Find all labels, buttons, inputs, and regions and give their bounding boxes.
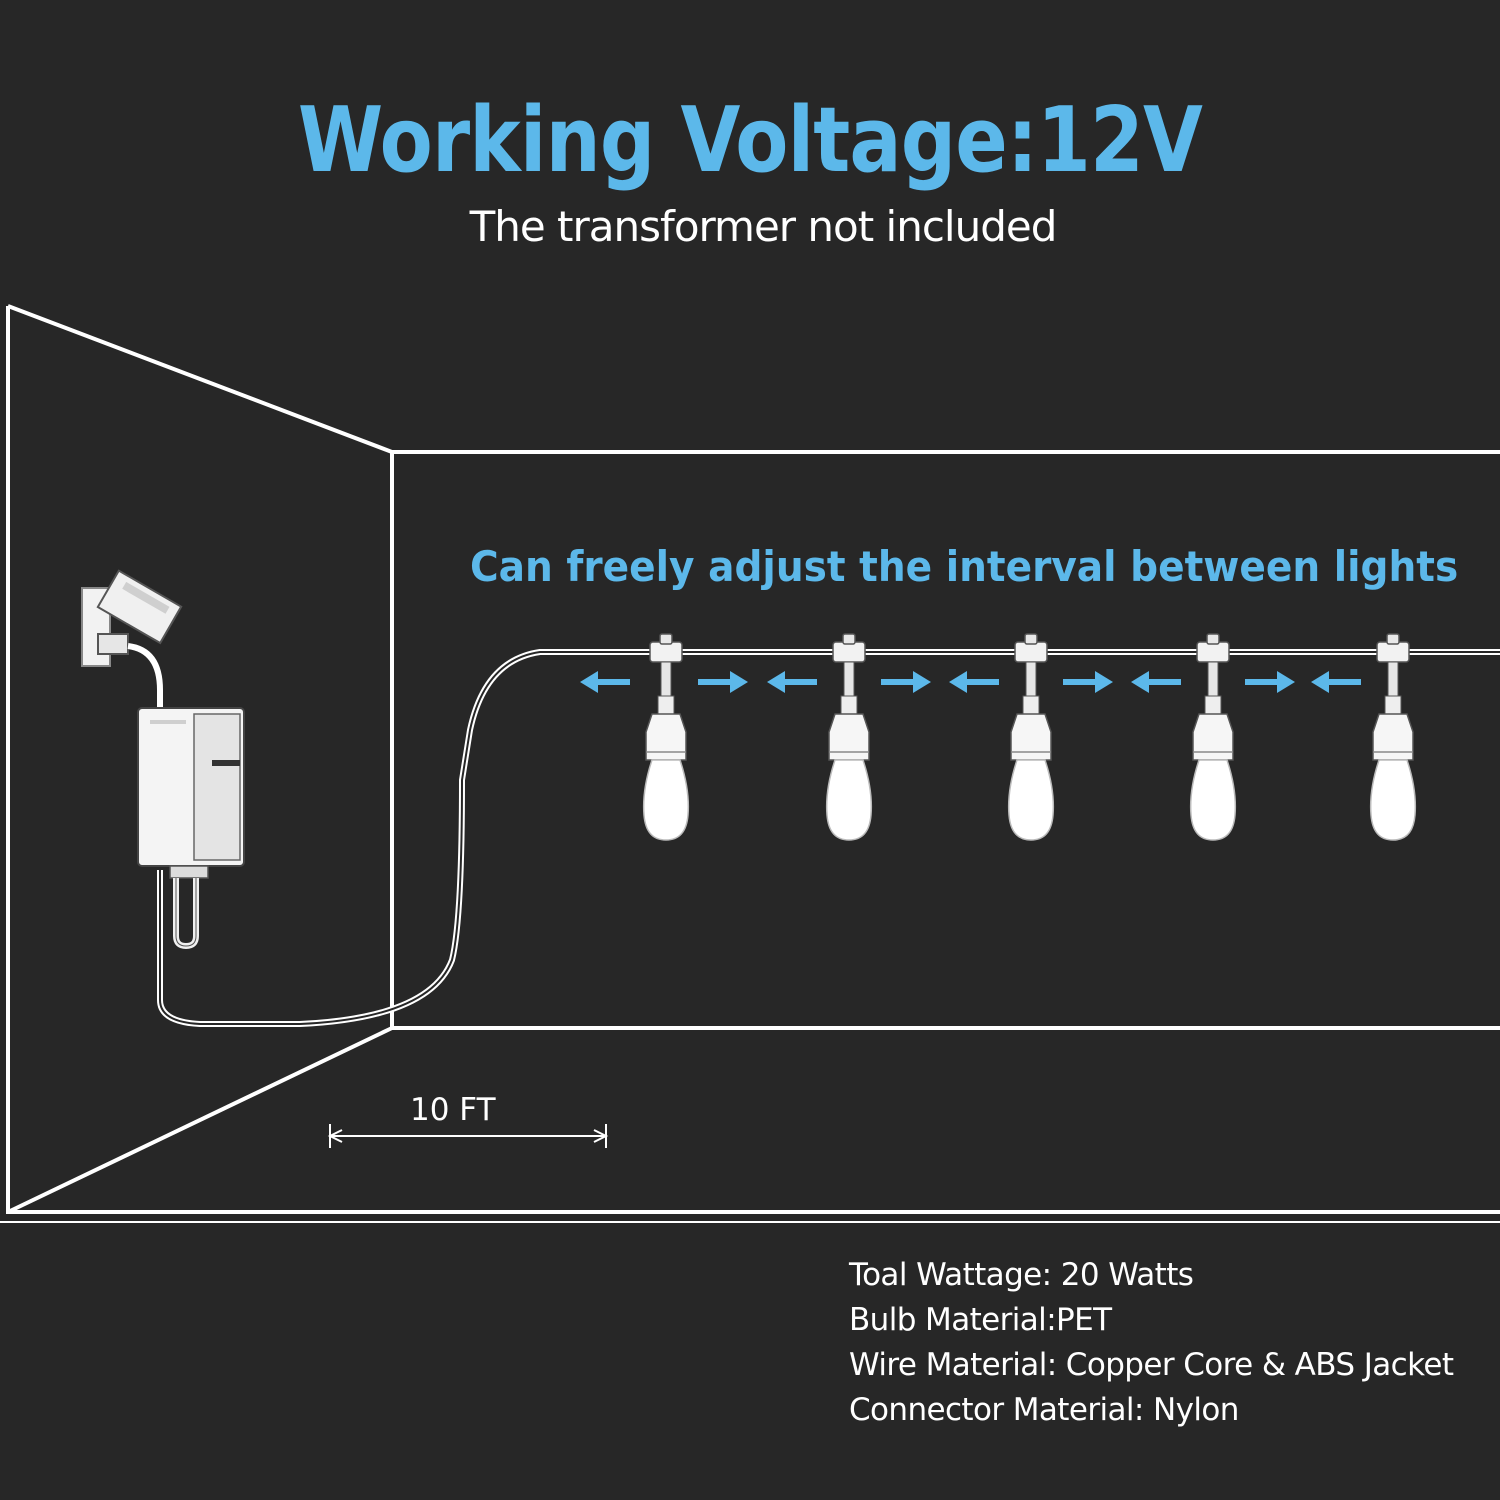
dimension-line: [327, 1124, 609, 1148]
arrow-left-icon: [580, 671, 630, 693]
floor-diagonal-line: [7, 1026, 393, 1214]
power-cable: [157, 649, 1500, 1027]
bulb-icon: [1007, 633, 1055, 841]
arrow-right-icon: [1063, 671, 1113, 693]
arrow-right-icon: [881, 671, 931, 693]
bulb-icon: [1189, 633, 1237, 841]
bulb-icon: [642, 633, 690, 841]
arrow-left-icon: [1311, 671, 1361, 693]
arrow-left-icon: [767, 671, 817, 693]
dimension-label: 10 FT: [410, 1092, 496, 1128]
arrow-right-icon: [1245, 671, 1295, 693]
room-outline: [0, 304, 1500, 1223]
wall-outlet-icon: [81, 569, 183, 712]
bulb-icon: [1369, 633, 1417, 841]
bulb-icon: [825, 633, 873, 841]
spec-bulb-material: Bulb Material:PET: [849, 1302, 1112, 1338]
ceiling-diagonal-line: [7, 304, 393, 454]
transformer-icon: [137, 707, 245, 950]
arrow-left-icon: [1131, 671, 1181, 693]
arrow-left-icon: [949, 671, 999, 693]
spec-wire-material: Wire Material: Copper Core & ABS Jacket: [849, 1347, 1454, 1383]
spec-connector-material: Connector Material: Nylon: [849, 1392, 1239, 1428]
spec-list: Toal Wattage: 20 Watts Bulb Material:PET…: [849, 1253, 1454, 1433]
bulb-string: [642, 633, 1417, 841]
interval-callout: Can freely adjust the interval between l…: [470, 542, 1459, 591]
arrow-right-icon: [698, 671, 748, 693]
page-subtitle: The transformer not included: [469, 202, 1058, 251]
interval-arrows: [580, 671, 1361, 693]
page-title: Working Voltage:12V: [297, 88, 1203, 193]
spec-wattage: Toal Wattage: 20 Watts: [849, 1257, 1194, 1293]
back-wall-rectangle: [390, 450, 1500, 1030]
